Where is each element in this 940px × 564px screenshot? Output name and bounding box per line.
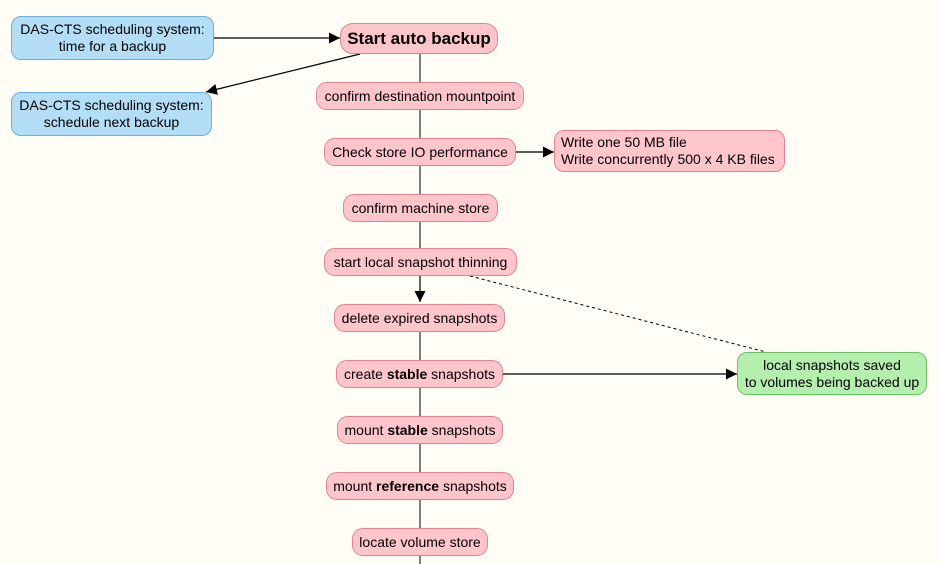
step-mount-stable-post: snapshots bbox=[427, 421, 496, 438]
io-test-node: Write one 50 MB file Write concurrently … bbox=[554, 130, 785, 172]
step-mount-reference-bold: reference bbox=[376, 477, 440, 494]
snapshots-saved-line2: to volumes being backed up bbox=[744, 373, 920, 390]
step-create-stable-post: snapshots bbox=[427, 365, 495, 382]
start-label: Start auto backup bbox=[347, 29, 491, 48]
step-confirm-machine-store: confirm machine store bbox=[343, 194, 498, 222]
snapshots-saved-line1: local snapshots saved bbox=[763, 356, 901, 373]
start-node: Start auto backup bbox=[340, 23, 498, 54]
io-test-line1: Write one 50 MB file bbox=[561, 134, 687, 150]
arrow-start-to-next-backup bbox=[205, 53, 361, 95]
step-check-io-label: Check store IO performance bbox=[332, 143, 508, 160]
step-mount-stable-pre: mount bbox=[344, 421, 388, 438]
step-locate-volume-store: locate volume store bbox=[352, 528, 488, 556]
scheduler-next-node: DAS-CTS scheduling system: schedule next… bbox=[11, 92, 212, 136]
scheduler-next-line2: schedule next backup bbox=[43, 114, 180, 130]
step-delete-expired: delete expired snapshots bbox=[334, 304, 505, 332]
step-create-stable: create stable snapshots bbox=[336, 360, 503, 388]
scheduler-trigger-line1: DAS-CTS scheduling system: bbox=[20, 21, 205, 37]
step-delete-expired-label: delete expired snapshots bbox=[341, 309, 498, 326]
step-locate-volume-store-label: locate volume store bbox=[359, 533, 481, 550]
step-create-stable-bold: stable bbox=[386, 365, 428, 382]
scheduler-trigger-line2: time for a backup bbox=[58, 38, 167, 54]
step-mount-reference: mount reference snapshots bbox=[326, 472, 514, 500]
step-thinning-label: start local snapshot thinning bbox=[333, 253, 508, 270]
dashed-thinning-to-saved bbox=[469, 275, 767, 353]
scheduler-next-line1: DAS-CTS scheduling system: bbox=[19, 97, 204, 113]
step-mount-stable-label: mount stable snapshots bbox=[345, 422, 496, 439]
scheduler-trigger-node: DAS-CTS scheduling system: time for a ba… bbox=[11, 16, 214, 60]
step-mount-stable-bold: stable bbox=[387, 421, 428, 438]
io-test-line2: Write concurrently 500 x 4 KB files bbox=[561, 151, 775, 167]
step-mount-stable: mount stable snapshots bbox=[337, 416, 503, 444]
step-check-io: Check store IO performance bbox=[324, 138, 516, 166]
step-mount-reference-pre: mount bbox=[333, 477, 377, 494]
step-confirm-destination: confirm destination mountpoint bbox=[316, 82, 524, 110]
step-confirm-machine-store-label: confirm machine store bbox=[351, 199, 490, 216]
snapshots-saved-node: local snapshots saved to volumes being b… bbox=[737, 352, 927, 395]
step-confirm-destination-label: confirm destination mountpoint bbox=[324, 87, 516, 104]
step-thinning: start local snapshot thinning bbox=[324, 248, 517, 276]
step-mount-reference-label: mount reference snapshots bbox=[333, 478, 507, 495]
step-create-stable-pre: create bbox=[344, 365, 387, 382]
step-mount-reference-post: snapshots bbox=[439, 477, 507, 494]
step-create-stable-label: create stable snapshots bbox=[344, 366, 495, 383]
